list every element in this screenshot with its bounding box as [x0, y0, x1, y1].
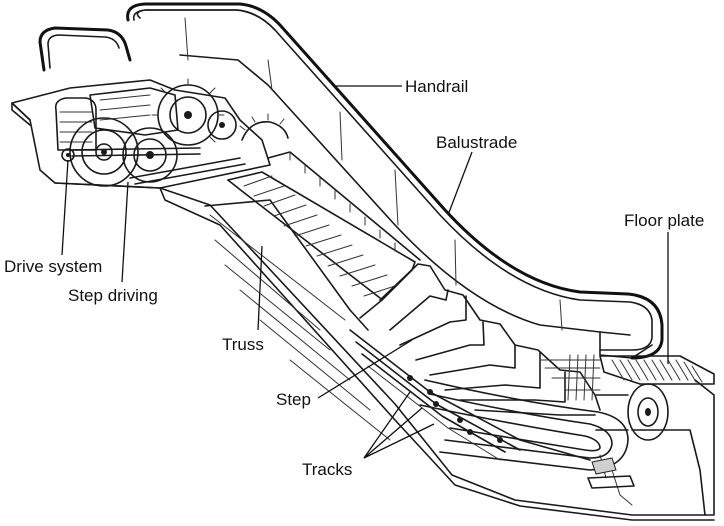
truss-structure — [11, 79, 715, 521]
label-handrail: Handrail — [405, 77, 468, 96]
floor-plate — [599, 355, 715, 385]
label-step: Step — [276, 390, 311, 409]
label-drive-system: Drive system — [4, 257, 102, 276]
step-leader — [317, 339, 413, 399]
lower-return-station — [419, 379, 669, 489]
leader-lines — [61, 85, 669, 459]
label-floor-plate: Floor plate — [624, 211, 704, 230]
tracks-leader-1 — [363, 391, 411, 459]
label-truss: Truss — [222, 335, 264, 354]
label-tracks: Tracks — [302, 460, 352, 479]
truss-leader — [257, 245, 263, 331]
tracks-leader-3 — [363, 423, 435, 459]
tracks-leader-2 — [363, 407, 423, 459]
step-band — [227, 151, 601, 416]
drive-machinery — [54, 78, 289, 187]
label-balustrade: Balustrade — [436, 133, 517, 152]
balustrade-leader — [447, 151, 473, 216]
drive-system-leader — [61, 159, 69, 256]
balustrade-panel — [136, 9, 653, 359]
tracks — [349, 329, 591, 461]
step-driving-leader — [121, 181, 129, 283]
handrail — [38, 2, 664, 360]
label-step-driving: Step driving — [68, 286, 158, 305]
